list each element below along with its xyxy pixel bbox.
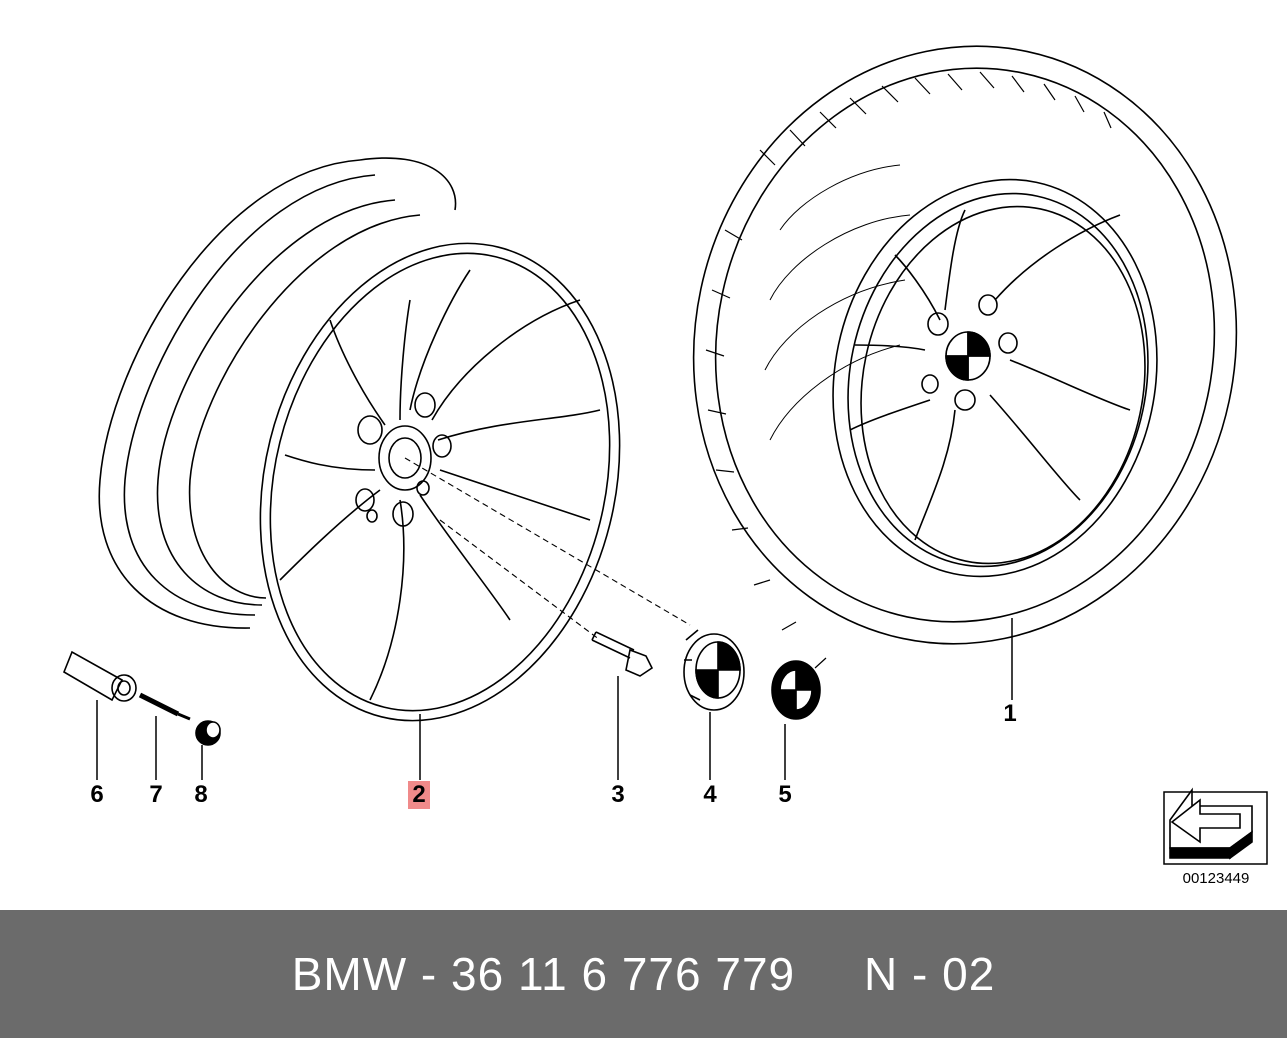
leader-lines (96, 618, 1013, 780)
callout-6: 6 (90, 781, 104, 808)
complete-wheel-with-tire (692, 45, 1238, 669)
callout-8: 8 (194, 781, 208, 808)
callout-2-highlighted: 2 (408, 781, 430, 809)
callout-4: 4 (703, 781, 717, 808)
alloy-rim (98, 157, 691, 722)
valve-cap (195, 720, 221, 746)
callout-3: 3 (611, 781, 625, 808)
wheel-parts-diagram (63, 45, 1268, 865)
valve-core (138, 692, 191, 721)
arrow-direction-icon (1163, 787, 1268, 865)
callout-1: 1 (1003, 700, 1017, 727)
hub-cap (683, 629, 745, 711)
wheel-bolt (591, 631, 654, 677)
diagram-reference-number: 00123449 (1182, 870, 1250, 887)
tire-valve (63, 650, 137, 702)
callout-7: 7 (149, 781, 163, 808)
callout-5: 5 (778, 781, 792, 808)
footer-bar: BMW - 36 11 6 776 779 N - 02 (0, 910, 1287, 1038)
bmw-emblem (771, 660, 821, 720)
part-number-text: BMW - 36 11 6 776 779 N - 02 (291, 948, 996, 1000)
